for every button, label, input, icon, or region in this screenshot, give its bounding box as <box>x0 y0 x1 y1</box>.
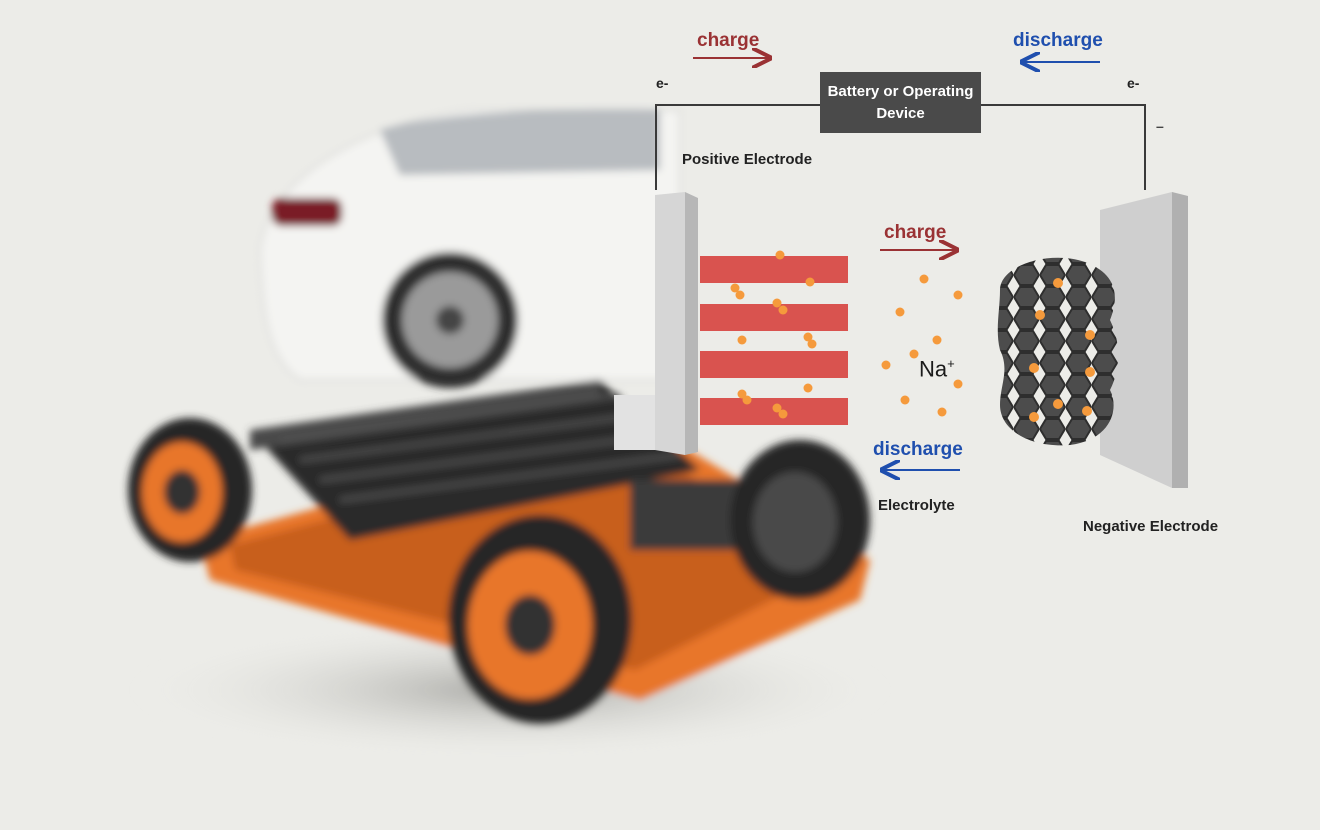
ev-background-image <box>128 109 890 760</box>
mid-discharge-label: discharge <box>873 439 963 460</box>
top-discharge-label: discharge <box>1013 30 1103 51</box>
minus-sign: – <box>1156 118 1164 134</box>
right-electron-label: e- <box>1127 75 1140 91</box>
positive-electrode-plate <box>614 192 698 455</box>
mid-charge-label: charge <box>884 222 947 243</box>
negative-electrode-plate <box>1100 192 1188 488</box>
positive-electrode-label: Positive Electrode <box>682 151 813 168</box>
device-box: Battery or Operating Device <box>820 72 981 133</box>
ion-symbol: Na <box>919 356 948 382</box>
electrolyte-label: Electrolyte <box>878 497 955 514</box>
cathode-layers <box>700 256 848 425</box>
ion-label: Na+ <box>919 356 955 382</box>
ion-charge: + <box>947 356 955 371</box>
device-label: Battery or Operating Device <box>827 82 974 122</box>
sodium-ions <box>730 250 1095 422</box>
circuit-wire <box>655 104 820 190</box>
anode-hexagon-structure <box>997 257 1119 446</box>
negative-electrode-label: Negative Electrode <box>1083 518 1219 535</box>
top-charge-label: charge <box>697 30 760 51</box>
circuit-wire-right <box>981 104 1146 190</box>
left-electron-label: e- <box>656 75 669 91</box>
